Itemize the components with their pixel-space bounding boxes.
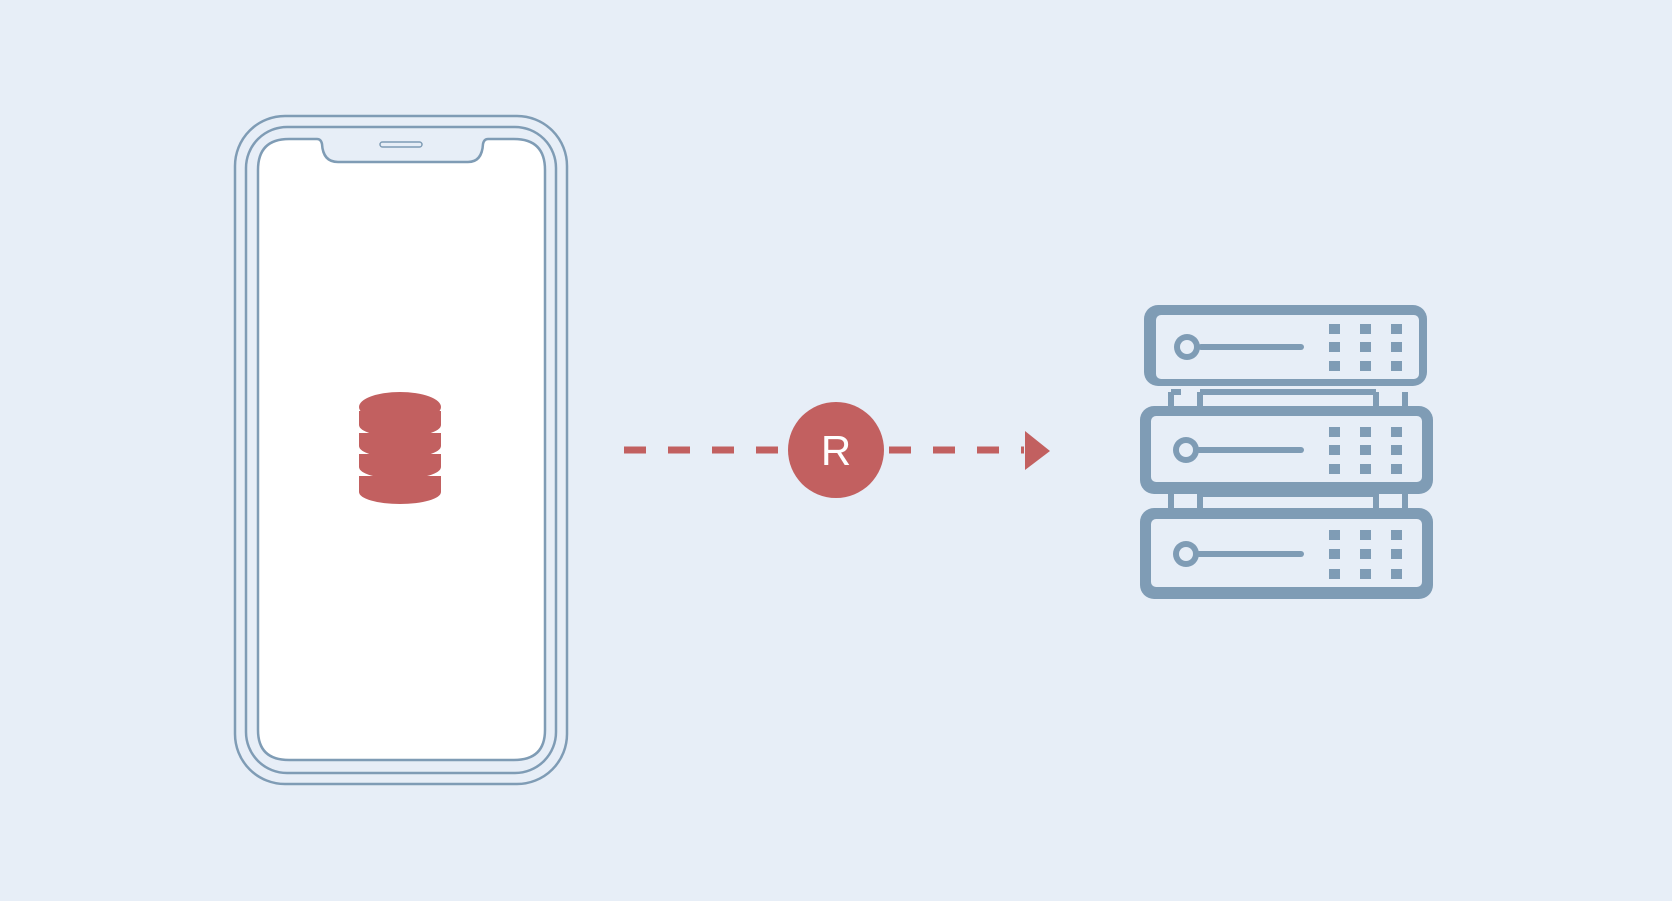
database-icon xyxy=(359,392,441,504)
vent-grid-icon xyxy=(1329,427,1402,474)
server-rack-icon xyxy=(1140,305,1433,599)
server-unit-2 xyxy=(1140,406,1433,494)
database-layer-2 xyxy=(359,433,441,458)
arrow-head-icon xyxy=(1025,431,1050,470)
replication-badge: R xyxy=(788,402,884,498)
badge-label: R xyxy=(821,427,851,474)
drive-slot xyxy=(1196,447,1304,453)
drive-slot xyxy=(1198,344,1304,350)
phone-speaker-slot xyxy=(379,141,423,148)
database-layer-4 xyxy=(359,476,441,504)
phone-outer-frame xyxy=(233,114,569,786)
phone-middle-frame xyxy=(244,125,558,775)
vent-grid-icon xyxy=(1329,530,1402,579)
vent-grid-icon xyxy=(1329,324,1402,371)
server-unit-1 xyxy=(1144,305,1427,386)
badge-circle xyxy=(788,402,884,498)
server-unit-3 xyxy=(1140,508,1433,599)
database-top xyxy=(359,392,441,422)
drive-slot xyxy=(1196,551,1304,557)
database-layer-3 xyxy=(359,454,441,479)
dashed-arrow xyxy=(624,431,1050,470)
